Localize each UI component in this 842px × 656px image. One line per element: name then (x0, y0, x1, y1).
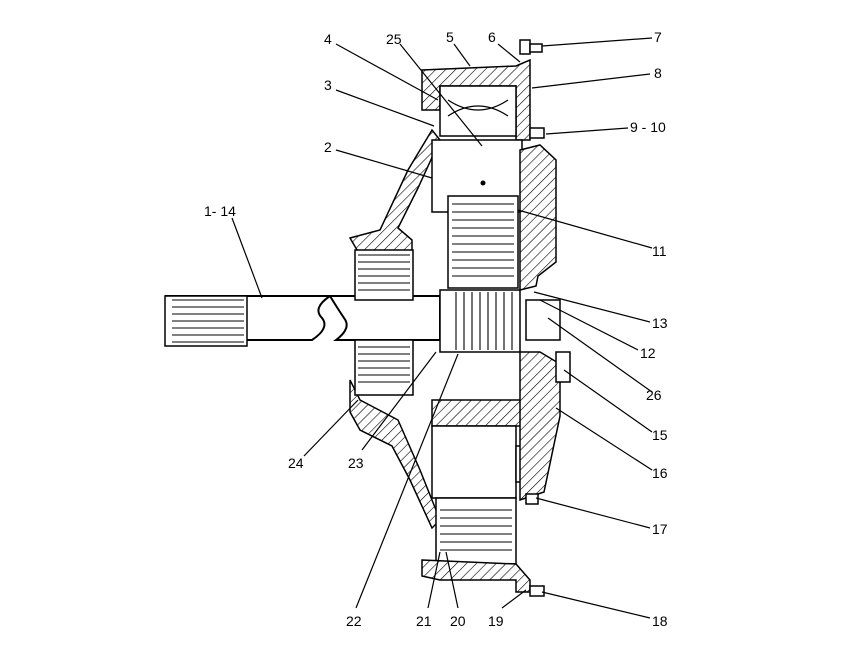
callout-18: 18 (652, 613, 668, 629)
ring-housing-top (421, 58, 531, 213)
callout-4: 4 (324, 31, 332, 47)
callout-16: 16 (652, 465, 668, 481)
callout-20: 20 (450, 613, 466, 629)
input-carrier (348, 128, 441, 530)
callout-23: 23 (348, 455, 364, 471)
sun-gear (439, 289, 521, 353)
callout-22: 22 (346, 613, 362, 629)
planet-gear-upper (447, 195, 519, 289)
input-shaft (164, 295, 441, 347)
callout-9-10: 9 - 10 (630, 119, 666, 135)
callout-25: 25 (386, 31, 402, 47)
callout-13: 13 (652, 315, 668, 331)
callout-5: 5 (446, 29, 454, 45)
callout-15: 15 (652, 427, 668, 443)
callout-24: 24 (288, 455, 304, 471)
callout-8: 8 (654, 65, 662, 81)
callout-3: 3 (324, 77, 332, 93)
end-cover (519, 144, 571, 502)
callout-17: 17 (652, 521, 668, 537)
leader-lines (231, 37, 653, 619)
callout-2: 2 (324, 139, 332, 155)
callout-labels: 1- 14 2 3 4 25 5 6 7 8 9 - 10 11 13 12 2… (204, 29, 668, 629)
callout-19: 19 (488, 613, 504, 629)
callout-12: 12 (640, 345, 656, 361)
bolts (519, 39, 545, 597)
callout-6: 6 (488, 29, 496, 45)
callout-1-14: 1- 14 (204, 203, 236, 219)
callout-21: 21 (416, 613, 432, 629)
callout-7: 7 (654, 29, 662, 45)
callout-26: 26 (646, 387, 662, 403)
callout-11: 11 (652, 243, 667, 259)
